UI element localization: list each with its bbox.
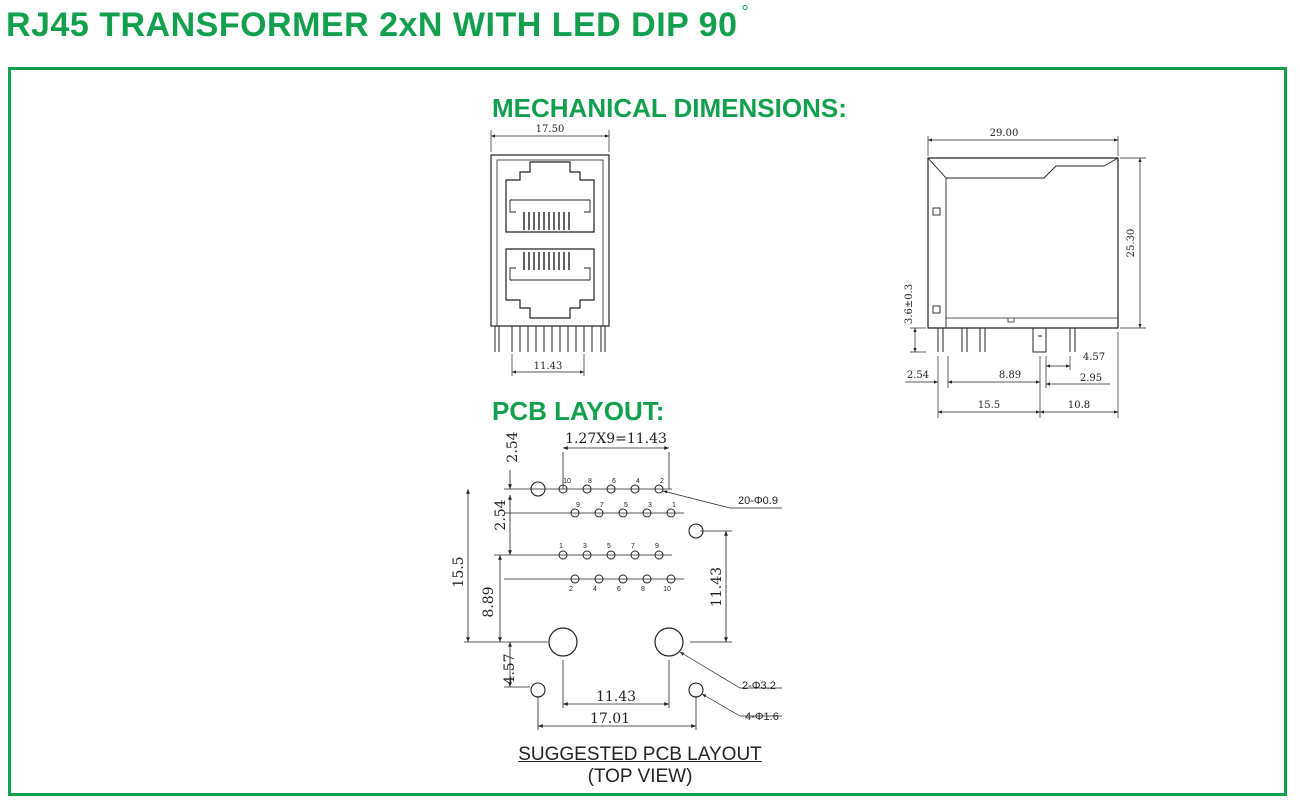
signal-holes — [558, 484, 676, 584]
pin-label: 9 — [655, 543, 659, 550]
pin-label: 6 — [612, 478, 616, 485]
pcb-caption-title: SUGGESTED PCB LAYOUT — [518, 744, 762, 765]
pcb-row-offset-label: 8.89 — [481, 586, 497, 617]
bottom-port-contacts — [523, 252, 570, 270]
signal-holes-callout: 20-Φ0.9 — [738, 495, 778, 507]
degree-symbol: ° — [741, 1, 750, 22]
front-view — [490, 130, 610, 376]
page-title: RJ45 TRANSFORMER 2xN WITH LED DIP 90° — [6, 2, 749, 45]
pin-label: 3 — [583, 543, 587, 550]
standoff-label: 3.6±0.3 — [904, 284, 915, 324]
pin-label: 8 — [588, 478, 592, 485]
top-port-opening — [505, 161, 595, 233]
drawing-frame — [8, 67, 1287, 796]
pin-label: 5 — [607, 543, 611, 550]
pin-label: 4 — [593, 586, 597, 593]
side-pins — [937, 328, 1076, 353]
front-pin-span-label: 11.43 — [534, 361, 563, 372]
pin-label: 10 — [663, 586, 671, 593]
pin-label: 7 — [600, 502, 604, 509]
post-width-label: 2.95 — [1080, 373, 1102, 384]
pin-label: 2 — [569, 586, 573, 593]
front-inner-outline — [496, 159, 604, 327]
pin-numbers: 10 8 6 4 2 9 7 5 3 1 1 3 5 7 9 2 4 6 8 1… — [559, 478, 676, 593]
side-view — [905, 136, 1146, 418]
pcb-mount-span-label: 11.43 — [596, 689, 636, 705]
page-title-text: RJ45 TRANSFORMER 2xN WITH LED DIP 90 — [6, 6, 738, 44]
pcb-pitch-label: 1.27X9=11.43 — [565, 431, 667, 447]
pin-label: 2 — [660, 478, 664, 485]
depth-rear-label: 10.8 — [1068, 400, 1090, 411]
front-width-label: 17.50 — [536, 124, 565, 135]
pin-label: 9 — [576, 502, 580, 509]
pin-label: 3 — [648, 502, 652, 509]
led-hole-top-left — [530, 481, 546, 497]
bottom-port-opening — [505, 248, 595, 319]
pin-label: 1 — [559, 543, 563, 550]
led-hole-bottom-right — [688, 682, 704, 698]
pin-label: 10 — [563, 478, 571, 485]
pcb-mount-offset-label: 4.57 — [502, 653, 518, 684]
pin-label: 6 — [617, 586, 621, 593]
side-pin-offset-label: 2.54 — [907, 370, 929, 381]
mount-hole-right — [654, 627, 684, 657]
led-hole-bottom-left — [530, 682, 546, 698]
pin-label: 1 — [672, 502, 676, 509]
side-body-outline — [927, 157, 1119, 329]
side-pin-pitch-label: 8.89 — [999, 370, 1021, 381]
pin-label: 5 — [624, 502, 628, 509]
side-height-label: 25.30 — [1126, 229, 1137, 258]
depth-front-label: 15.5 — [978, 400, 1000, 411]
pin-label: 4 — [636, 478, 640, 485]
post-offset-label: 4.57 — [1083, 352, 1105, 363]
front-pins — [494, 326, 606, 352]
pcb-layout — [464, 446, 782, 730]
mount-hole-left — [548, 627, 578, 657]
top-port-contacts — [523, 212, 570, 230]
mechanical-dimensions-heading: MECHANICAL DIMENSIONS: — [492, 93, 847, 123]
pcb-layout-heading: PCB LAYOUT: — [492, 396, 665, 426]
pcb-depth-label: 15.5 — [451, 556, 467, 587]
pin-label: 8 — [641, 586, 645, 593]
pin-label: 7 — [631, 543, 635, 550]
pcb-total-span-label: 17.01 — [590, 711, 630, 727]
led-hole-top-right — [688, 523, 704, 539]
pcb-caption-subtitle: (TOP VIEW) — [587, 766, 693, 787]
pcb-row-pitch-mid-label: 2.54 — [493, 499, 509, 530]
side-length-label: 29.00 — [990, 128, 1019, 139]
pcb-side-span-label: 11.43 — [709, 567, 725, 607]
led-holes-callout: 4-Φ1.6 — [745, 711, 779, 723]
pcb-row-pitch-top-label: 2.54 — [505, 431, 521, 462]
mount-holes-callout: 2-Φ3.2 — [742, 680, 776, 692]
